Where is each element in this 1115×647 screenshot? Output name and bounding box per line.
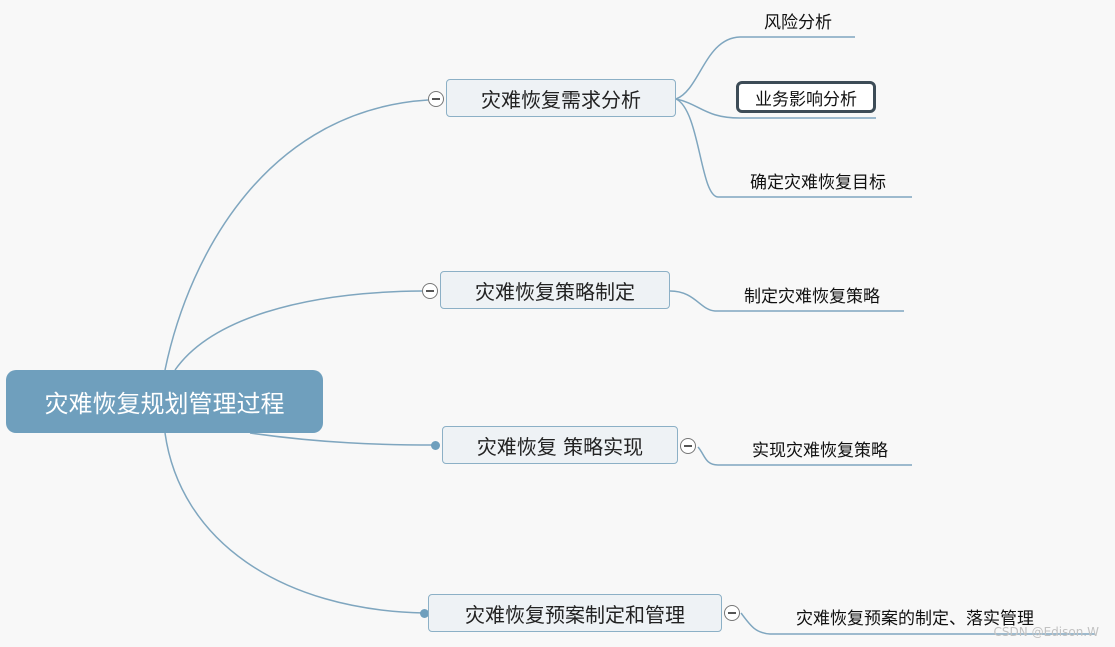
branch-node-2[interactable]: 灾难恢复策略制定: [440, 271, 670, 309]
watermark-text: CSDN @Edison.W: [993, 625, 1099, 639]
connector-root-branch-3: [249, 432, 436, 446]
connector-b1-leaf-3: [675, 98, 912, 198]
collapse-icon-branch-2[interactable]: [422, 283, 438, 299]
branch-node-4[interactable]: 灾难恢复预案制定和管理: [428, 594, 722, 632]
leaf-node-4-1[interactable]: 灾难恢复预案的制定、落实管理: [796, 609, 1034, 629]
branch-node-1[interactable]: 灾难恢复需求分析: [446, 79, 676, 117]
leaf-node-1-2-selected[interactable]: 业务影响分析: [736, 81, 876, 113]
connector-b1-leaf-2: [675, 98, 876, 119]
root-node[interactable]: 灾难恢复规划管理过程: [6, 370, 323, 433]
connector-root-branch-1: [164, 99, 429, 371]
connector-b4-leaf-1: [740, 612, 1095, 635]
leaf-node-1-3[interactable]: 确定灾难恢复目标: [750, 173, 886, 193]
connector-root-branch-2: [174, 290, 423, 371]
branch-node-3[interactable]: 灾难恢复 策略实现: [442, 426, 678, 464]
leaf-node-3-1[interactable]: 实现灾难恢复策略: [752, 441, 888, 461]
connector-root-branch-4: [164, 432, 425, 614]
leaf-node-2-1[interactable]: 制定灾难恢复策略: [744, 287, 880, 307]
leaf-node-1-1[interactable]: 风险分析: [764, 13, 832, 33]
collapse-icon-branch-3[interactable]: [680, 438, 696, 454]
collapse-icon-branch-4[interactable]: [724, 605, 740, 621]
connector-b3-leaf-1: [697, 446, 912, 466]
connector-dot-branch-3: [431, 441, 440, 450]
connector-dot-branch-4: [420, 609, 429, 618]
connector-b1-leaf-1: [675, 36, 855, 100]
connector-b2-leaf-1: [669, 290, 904, 312]
collapse-icon-branch-1[interactable]: [428, 91, 444, 107]
